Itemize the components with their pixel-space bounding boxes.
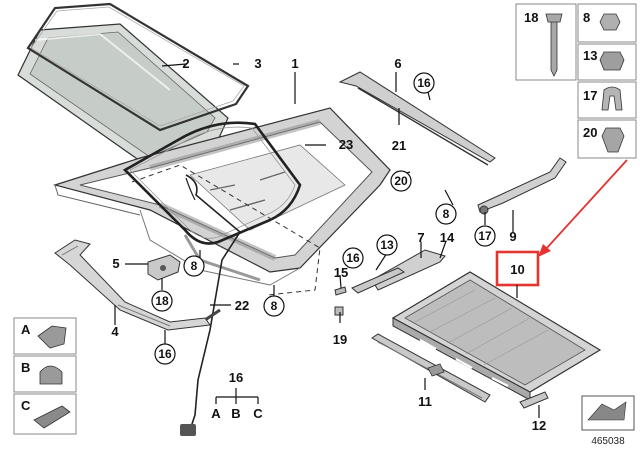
callout-22[interactable]: 22	[235, 298, 249, 313]
svg-text:20: 20	[394, 174, 408, 188]
callout-15[interactable]: 15	[334, 265, 348, 280]
front-handle-bar-illustration	[371, 333, 491, 403]
variant-b-label[interactable]: B	[231, 406, 240, 421]
wind-deflector-illustration	[338, 71, 496, 166]
callout-18[interactable]: 18	[151, 290, 173, 312]
slider-clip-illustration	[519, 391, 549, 409]
callout-2[interactable]: 2	[182, 56, 189, 71]
callout-8-right[interactable]: 8	[435, 203, 457, 225]
callout-4[interactable]: 4	[111, 324, 119, 339]
svg-text:16: 16	[346, 251, 360, 265]
callout-17[interactable]: 17	[474, 225, 496, 247]
fastener-8-label[interactable]: 8	[583, 10, 590, 25]
legend-c-label: C	[21, 398, 31, 413]
variant-a-label[interactable]: A	[211, 406, 221, 421]
callout-13[interactable]: 13	[376, 234, 398, 256]
svg-text:18: 18	[155, 294, 169, 308]
legend-a-label: A	[21, 322, 31, 337]
clip-nut-icon	[599, 51, 625, 71]
nut-icon	[599, 13, 621, 31]
bolt-icon	[545, 13, 563, 77]
callout-16-wind-deflector[interactable]: 16	[413, 72, 435, 94]
svg-text:16: 16	[158, 347, 172, 361]
svg-text:17: 17	[478, 229, 492, 243]
frame-seal-illustration	[122, 121, 302, 245]
sunroof-frame-illustration	[52, 107, 391, 286]
svg-text:16: 16	[417, 76, 431, 90]
svg-text:8: 8	[443, 207, 450, 221]
variant-c-label[interactable]: C	[253, 406, 263, 421]
callout-20[interactable]: 20	[390, 170, 412, 192]
rear-guide-rail-illustration	[477, 157, 567, 215]
legend-panel: A B C	[13, 317, 77, 435]
fastener-17-label[interactable]: 17	[583, 88, 597, 103]
diagram-reference-badge: 465038	[581, 395, 635, 447]
sunshade-blind-illustration	[391, 271, 602, 401]
callout-16-side-rail[interactable]: 16	[154, 343, 176, 365]
fastener-20-label[interactable]: 20	[583, 125, 597, 140]
small-rail-parts-illustration	[334, 249, 446, 316]
callout-23[interactable]: 23	[339, 137, 353, 152]
legend-b-label: B	[21, 360, 30, 375]
push-clip-icon	[601, 127, 625, 153]
fastener-18-label[interactable]: 18	[524, 10, 538, 25]
callout-16-middle[interactable]: 16	[342, 247, 364, 269]
callout-1[interactable]: 1	[291, 56, 298, 71]
svg-text:13: 13	[380, 238, 394, 252]
spring-clip-icon	[601, 86, 623, 111]
callout-21[interactable]: 21	[392, 138, 406, 153]
callout-19[interactable]: 19	[333, 332, 347, 347]
motor-bracket-illustration	[147, 254, 181, 281]
callout-3[interactable]: 3	[254, 56, 261, 71]
svg-text:8: 8	[191, 259, 198, 273]
glass-seal-illustration	[26, 2, 250, 132]
callout-7[interactable]: 7	[417, 230, 424, 245]
drain-hose-illustration	[180, 174, 242, 436]
diagram-id: 465038	[591, 436, 625, 447]
svg-text:8: 8	[271, 299, 278, 313]
side-trim-rail-illustration	[54, 239, 211, 331]
callout-14[interactable]: 14	[440, 230, 455, 245]
callout-12[interactable]: 12	[532, 418, 546, 433]
callout-11[interactable]: 11	[418, 394, 432, 409]
callout-10[interactable]: 10	[510, 262, 524, 277]
callout-9[interactable]: 9	[509, 229, 516, 244]
fasteners-panel: 18 8 13 17 20	[515, 3, 637, 159]
assembly-dashed-outline	[131, 164, 321, 296]
callout-6[interactable]: 6	[394, 56, 401, 71]
leader-lines	[114, 63, 540, 418]
callout-8-front[interactable]: 8	[183, 255, 205, 277]
fastener-13-label[interactable]: 13	[583, 48, 597, 63]
callout-5[interactable]: 5	[112, 256, 119, 271]
callout-8-center[interactable]: 8	[263, 295, 285, 317]
variant-parent-16[interactable]: 16	[229, 370, 243, 385]
